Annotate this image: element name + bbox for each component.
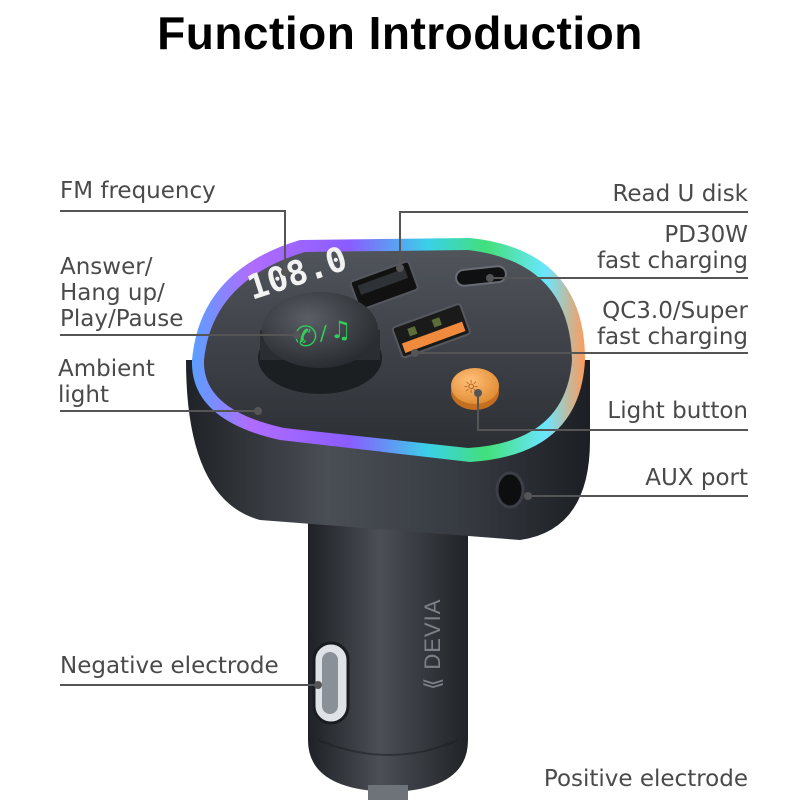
label-pd30w-fast-charging: PD30W fast charging [596, 222, 748, 274]
music-note-icon: ♫ [330, 316, 352, 344]
label-ambient-light: Ambient light [58, 356, 155, 408]
label-aux-port: AUX port [645, 465, 748, 491]
label-positive-electrode: Positive electrode [543, 766, 748, 792]
label-qc30-super-fast-charging: QC3.0/Super fast charging [596, 298, 748, 350]
label-fm-frequency: FM frequency [60, 178, 216, 204]
phone-icon: ✆ [294, 320, 317, 353]
label-negative-electrode: Negative electrode [60, 653, 279, 679]
brand-logo: ⟪ DEVIA [420, 599, 445, 690]
label-read-u-disk: Read U disk [612, 181, 748, 207]
svg-text:/: / [320, 321, 327, 345]
sun-icon: ☼ [463, 377, 479, 398]
label-answer-hangup-play-pause: Answer/ Hang up/ Play/Pause [60, 254, 184, 332]
page-title: Function Introduction [157, 7, 643, 59]
label-light-button: Light button [607, 398, 748, 424]
